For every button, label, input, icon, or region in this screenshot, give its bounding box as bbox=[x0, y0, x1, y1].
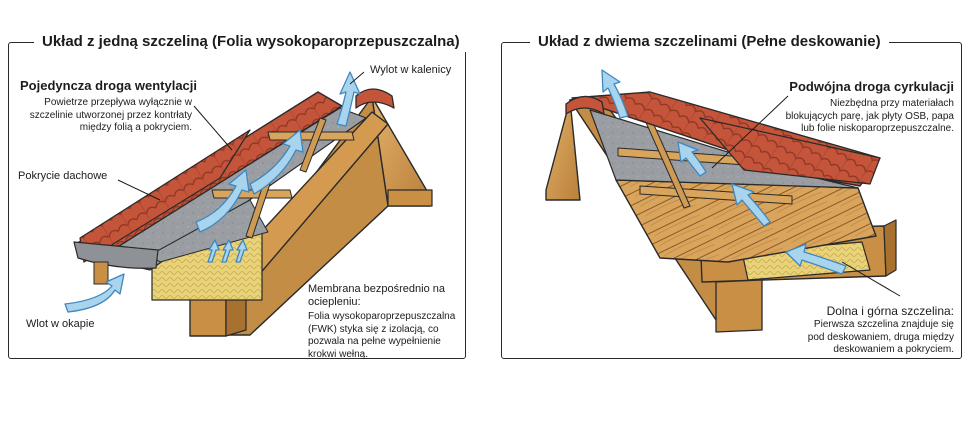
gaps-desc: Pierwsza szczelina znajduje się pod desk… bbox=[807, 319, 954, 355]
double-path-desc: Niezbędna przy materiałach blokujących p… bbox=[785, 98, 954, 134]
ventilation-arrow-icon bbox=[207, 239, 220, 263]
right-leader-lines bbox=[711, 95, 901, 297]
double-path-heading: Podwójna droga cyrkulacji bbox=[789, 79, 954, 94]
membrane-desc: Folia wysokoparoprzepuszczalna (FWK) sty… bbox=[308, 311, 456, 360]
left-panel-title: Układ z jedną szczeliną (Folia wysokopar… bbox=[34, 32, 468, 52]
right-airflow-arrows bbox=[601, 69, 847, 275]
leader-line bbox=[193, 105, 233, 151]
ventilation-arrow-icon bbox=[677, 141, 707, 177]
leader-line bbox=[117, 179, 161, 201]
roof-covering-label: Pokrycie dachowe bbox=[18, 170, 108, 182]
leader-line bbox=[841, 261, 901, 297]
leader-line bbox=[349, 71, 365, 85]
ventilation-arrow-icon bbox=[601, 69, 629, 119]
leader-line bbox=[711, 95, 789, 169]
membrane-heading: Membrana bezpośrednio na ociepleniu: bbox=[308, 283, 445, 308]
ventilation-arrow-icon bbox=[64, 273, 125, 313]
gaps-heading: Dolna i górna szczelina: bbox=[826, 304, 954, 318]
ventilation-arrow-icon bbox=[785, 243, 847, 275]
ventilation-arrow-icon bbox=[235, 239, 248, 263]
ventilation-arrow-icon bbox=[336, 71, 361, 127]
left-leader-lines bbox=[117, 71, 365, 201]
eave-inlet-label: Wlot w okapie bbox=[26, 318, 95, 330]
left-roof-illustration bbox=[73, 88, 433, 337]
ridge-outlet-label: Wylot w kalenicy bbox=[370, 64, 452, 76]
right-panel-title: Układ z dwiema szczelinami (Pełne deskow… bbox=[530, 32, 889, 52]
ventilation-arrow-icon bbox=[221, 239, 234, 263]
single-path-desc: Powietrze przepływa wyłącznie w szczelin… bbox=[29, 97, 192, 133]
ventilation-arrow-icon bbox=[249, 129, 304, 195]
right-roof-illustration bbox=[545, 91, 897, 333]
single-path-heading: Pojedyncza droga wentylacji bbox=[20, 78, 197, 93]
ventilation-arrow-icon bbox=[731, 183, 771, 227]
ventilation-arrow-icon bbox=[195, 169, 250, 233]
left-airflow-arrows bbox=[64, 71, 361, 313]
